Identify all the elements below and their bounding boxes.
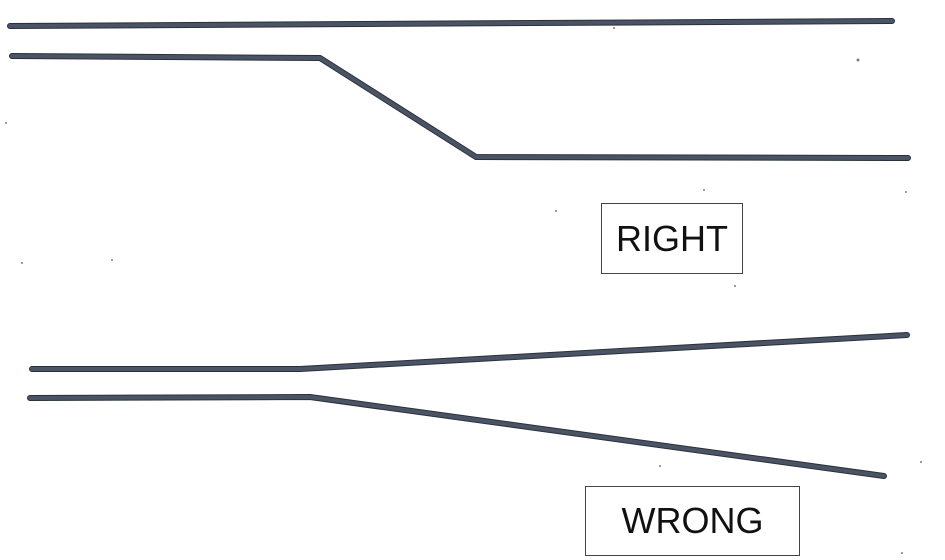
- wrong-example: [27, 332, 910, 479]
- wrong-top-line-diverging: [29, 332, 910, 372]
- right-top-line: [7, 18, 895, 29]
- right-label: RIGHT: [601, 203, 743, 274]
- right-label-text: RIGHT: [616, 217, 728, 259]
- wrong-label: WRONG: [585, 486, 800, 556]
- wrong-label-text: WRONG: [621, 500, 764, 541]
- paper-specks: [5, 27, 922, 554]
- right-example: [7, 18, 911, 161]
- right-bottom-line-offset: [9, 53, 911, 161]
- wrong-bottom-line-diverging: [27, 394, 887, 479]
